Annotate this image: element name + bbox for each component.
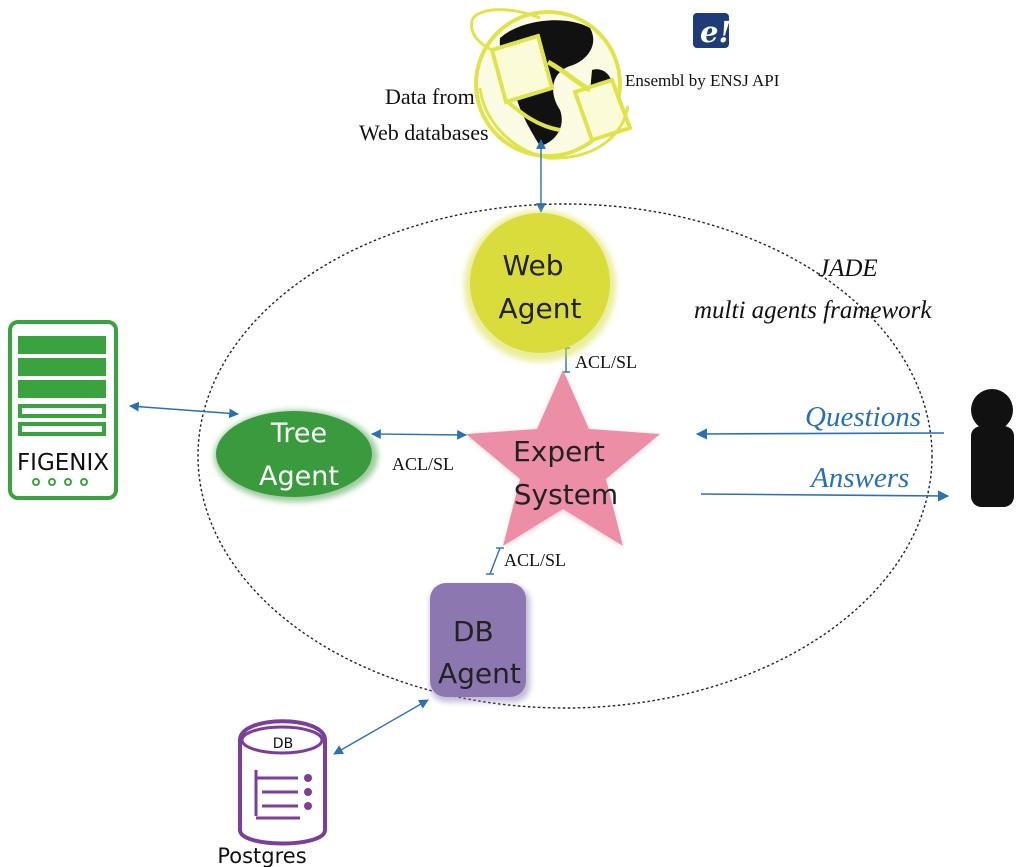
arrow-answers-to-user	[700, 490, 950, 502]
postgres-db-badge: DB	[273, 736, 293, 752]
framework-subtitle: multi agents framework	[694, 297, 932, 324]
arrow-tree-agent-to-expert	[371, 429, 467, 440]
expert-system-label-line2: System	[514, 478, 618, 511]
questions-label: Questions	[805, 401, 921, 433]
connector-db-expert	[486, 547, 504, 575]
postgres-db-icon	[238, 719, 327, 846]
web-db-label-line1: Data from	[385, 84, 475, 109]
db-agent-label-line1: DB	[453, 615, 494, 648]
arrow-figenix-to-tree-agent	[129, 401, 239, 419]
framework-boundary	[197, 203, 933, 709]
acl-sl-db-expert: ACL/SL	[504, 550, 566, 570]
ensembl-logo-text: e!	[700, 15, 731, 49]
ensembl-logo: e!	[693, 13, 731, 49]
expert-system-label-line1: Expert	[513, 435, 605, 468]
globe-icon	[469, 8, 633, 160]
tree-agent: Tree Agent	[214, 410, 378, 502]
framework-title: JADE	[818, 255, 878, 282]
db-agent-label-line2: Agent	[438, 657, 521, 690]
web-db-label-line2: Web databases	[359, 120, 489, 145]
figenix-label: FIGENIX	[17, 450, 109, 476]
web-agent-label-line2: Agent	[499, 292, 582, 325]
postgres-label: Postgres	[217, 844, 306, 867]
arrow-postgres-to-db-agent	[333, 699, 429, 755]
expert-system: Expert System	[466, 370, 660, 546]
acl-sl-tree-expert: ACL/SL	[392, 454, 454, 474]
arrow-user-questions	[695, 428, 945, 440]
figenix-label-bg	[12, 448, 114, 474]
answers-label: Answers	[809, 462, 909, 494]
web-agent: Web Agent	[464, 210, 616, 362]
ensembl-label: Ensembl by ENSJ API	[625, 71, 780, 90]
tree-agent-label-line1: Tree	[270, 418, 327, 449]
acl-sl-web-expert: ACL/SL	[575, 352, 637, 372]
figenix-server-icon	[8, 320, 118, 500]
user-person-icon	[971, 389, 1014, 507]
web-agent-label-line1: Web	[502, 249, 563, 282]
db-agent: DB Agent	[430, 583, 530, 702]
tree-agent-label-line2: Agent	[259, 461, 339, 492]
